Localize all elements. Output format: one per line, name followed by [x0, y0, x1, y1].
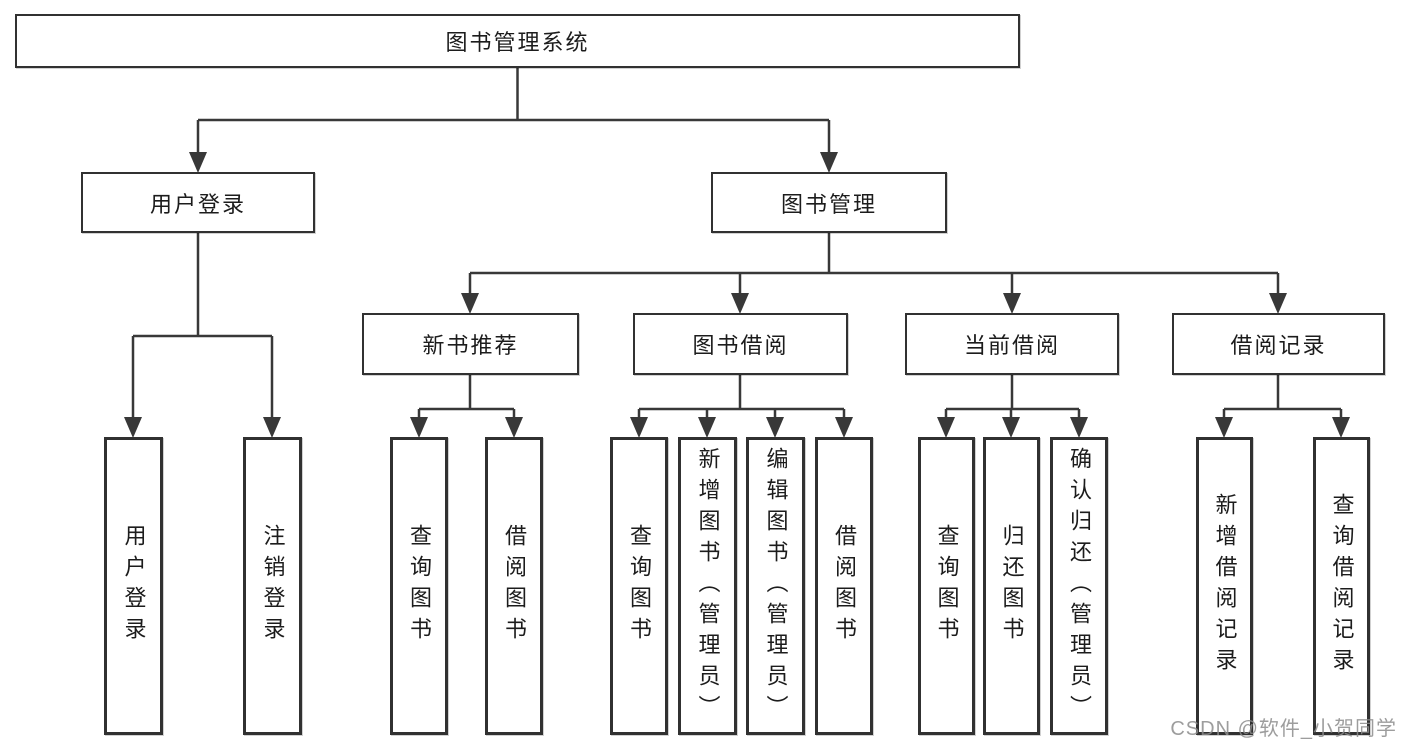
- leaf-br-add-record: 新增借阅记录: [1196, 437, 1253, 735]
- leaf-nb-query-books: 查询图书: [390, 437, 448, 735]
- arrowhead-group: [124, 152, 1350, 438]
- leaf-logout: 注销登录: [243, 437, 302, 735]
- leaf-cb-return-books: 归还图书: [983, 437, 1040, 735]
- leaf-bb-borrow-books: 借阅图书: [815, 437, 873, 735]
- leaf-br-query-record: 查询借阅记录: [1313, 437, 1370, 735]
- csdn-watermark: CSDN @软件_小贺同学: [1170, 718, 1397, 740]
- node-current-borrowing: 当前借阅: [905, 313, 1119, 375]
- leaf-user-login: 用户登录: [104, 437, 163, 735]
- node-user-login-group: 用户登录: [81, 172, 315, 233]
- leaf-cb-confirm-return-admin: 确认归还（管理员）: [1050, 437, 1108, 735]
- node-book-management-group: 图书管理: [711, 172, 947, 233]
- node-new-book-recommend: 新书推荐: [362, 313, 579, 375]
- node-borrowing-records: 借阅记录: [1172, 313, 1385, 375]
- leaf-cb-query-books: 查询图书: [918, 437, 975, 735]
- leaf-nb-borrow-books: 借阅图书: [485, 437, 543, 735]
- node-book-borrowing: 图书借阅: [633, 313, 848, 375]
- node-root-system: 图书管理系统: [15, 14, 1020, 68]
- leaf-bb-edit-books-admin: 编辑图书（管理员）: [746, 437, 805, 735]
- leaf-bb-add-books-admin: 新增图书（管理员）: [678, 437, 737, 735]
- leaf-bb-query-books: 查询图书: [610, 437, 668, 735]
